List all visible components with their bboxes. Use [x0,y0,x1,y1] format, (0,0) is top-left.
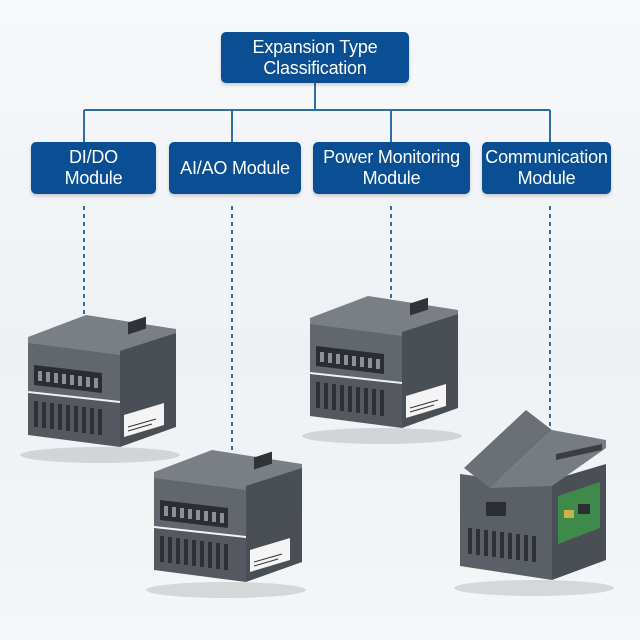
root-node-line1: Expansion Type [252,36,378,57]
aiao-module-node: AI/AO Module [169,142,301,194]
dido-node-line1: DI/DO [68,147,118,167]
comm-node-line1: Communication [485,147,608,167]
comm-node-line2: Module [517,168,576,188]
pm-node-line2: Module [362,168,421,188]
pm-node-line1: Power Monitoring [323,147,460,167]
dido-module-node: DI/DO Module [31,142,156,194]
root-node: Expansion Type Classification [221,32,409,83]
aiao-module-device [145,449,307,599]
dido-module-device [19,314,181,464]
communication-module-node: Communication Module [482,142,611,194]
dido-node-line2: Module [64,168,123,188]
aiao-node-line1: AI/AO Module [180,157,290,178]
power-monitoring-module-node: Power Monitoring Module [313,142,470,194]
root-node-line2: Classification [263,57,367,78]
communication-module-device [454,410,614,596]
power-monitoring-module-device [301,295,463,445]
